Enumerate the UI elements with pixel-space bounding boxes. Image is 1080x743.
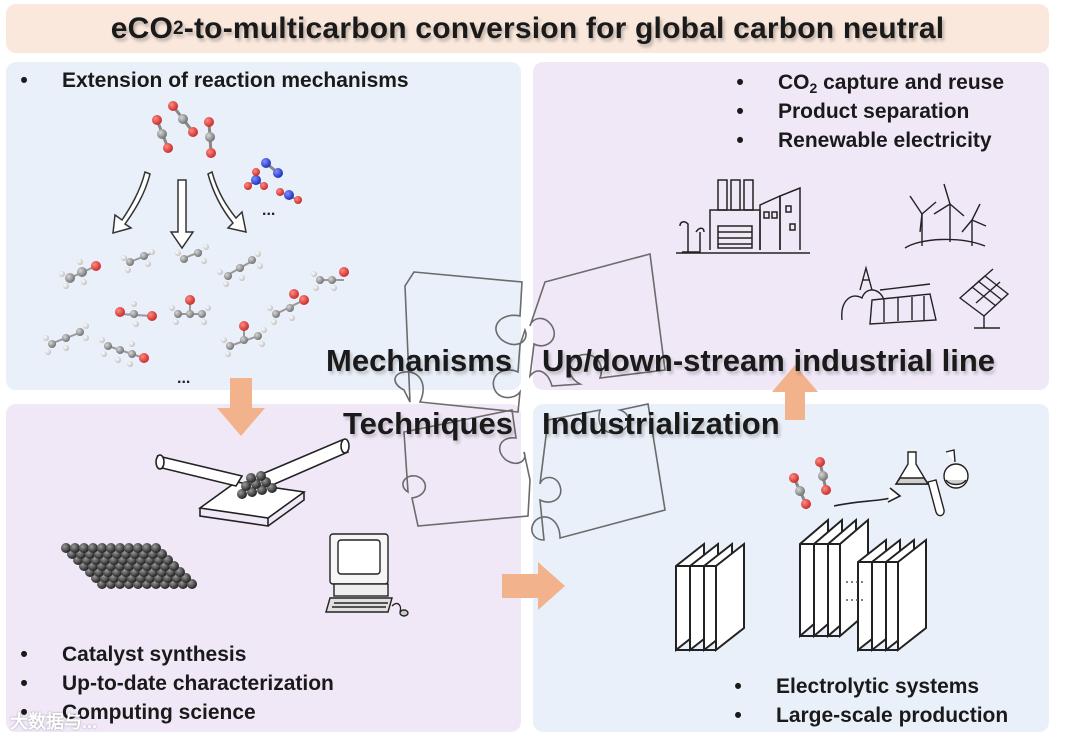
arrow-up-icon [772,365,818,420]
arrow-down-icon [169,179,195,250]
solar-panel-icon [958,268,1010,329]
lattice-atom [61,543,71,553]
arrow-left-icon [112,170,151,235]
mechanisms-list: •Extension of reaction mechanisms [14,66,409,95]
list-item: •Electrolytic systems [734,675,980,698]
list-item: •Renewable electricity [736,129,992,152]
electrolyzer-stack [857,537,927,653]
round-flask-icon [943,449,969,489]
lattice-atom [142,543,152,553]
lattice-atom [97,543,107,553]
puzzle-piece-industrialization [531,403,666,541]
puzzle-piece-mechanisms [394,271,527,413]
watermark: 大数据与... [10,712,98,732]
lattice-atom [88,543,98,553]
panel-industrialization [533,404,1049,732]
nitrogen-molecule [261,158,283,178]
title-suffix: -to-multicarbon conversion for global ca… [183,11,945,45]
industrial-line-list: •CO2 capture and reuse •Product separati… [730,68,1004,155]
lattice-atom [79,543,89,553]
arrow-right-icon [502,562,565,610]
list-item: •Large-scale production [734,704,1009,727]
flow-arrows [217,365,818,610]
label-industrial-line: Up/down-stream industrial line [542,343,995,378]
lattice-atom [133,543,143,553]
puzzle-piece-industrial [528,252,666,387]
factory-icon [676,179,810,254]
lattice-atom [106,543,116,553]
product-arrow-icon [833,487,902,507]
co2-molecule [152,115,173,153]
panel-mechanisms [6,62,521,390]
catalyst-sample [237,471,277,499]
product-molecules [43,244,349,367]
nitrate-molecule [244,168,268,190]
beam-tube-left [156,454,244,487]
beam-tube-right [260,438,350,488]
arrow-right-icon [207,170,247,233]
connector-dots [846,581,864,601]
lattice-atom [151,543,161,553]
panel-industrial-line [533,62,1049,390]
wind-turbine-icon [904,183,987,249]
test-tube-icon [927,479,945,517]
title-prefix: eCO [110,11,174,45]
co2-molecule [789,473,811,509]
list-item: •CO2 capture and reuse [736,71,1005,96]
co2-molecule [168,101,198,137]
title-sub: 2 [173,17,184,39]
label-industrialization: Industrialization [542,406,780,441]
characterization-setup [155,438,350,527]
electrolyzer-stack [675,541,745,653]
label-mechanisms: Mechanisms [326,343,513,378]
label-techniques: Techniques [343,406,513,441]
co2-molecule [815,457,831,495]
nitrite-molecule [276,188,302,204]
lattice-atom [70,543,80,553]
lattice-atom [115,543,125,553]
list-item: •Computing science [20,701,256,724]
list-item: •Catalyst synthesis [20,643,247,666]
hydro-dam-icon [841,265,937,325]
ellipsis-bottom: ... [177,370,190,387]
list-item: •Up-to-date characterization [20,672,334,695]
list-item: •Extension of reaction mechanisms [20,69,409,92]
catalyst-lattice [61,543,197,589]
computer-icon [325,533,409,617]
industrialization-list: •Electrolytic systems •Large-scale produ… [728,672,1008,730]
techniques-list: •Catalyst synthesis •Up-to-date characte… [14,640,334,727]
co2-molecule [204,117,216,158]
reaction-arrows [112,170,247,250]
ellipsis-small: ... [262,202,275,219]
list-item: •Product separation [736,100,970,123]
flask-icon [894,451,930,485]
electrolyzer-stack [799,517,869,639]
arrow-down-icon [217,378,265,436]
puzzle-pieces [394,252,666,541]
lattice-atom [124,543,134,553]
puzzle-piece-techniques [402,409,531,527]
